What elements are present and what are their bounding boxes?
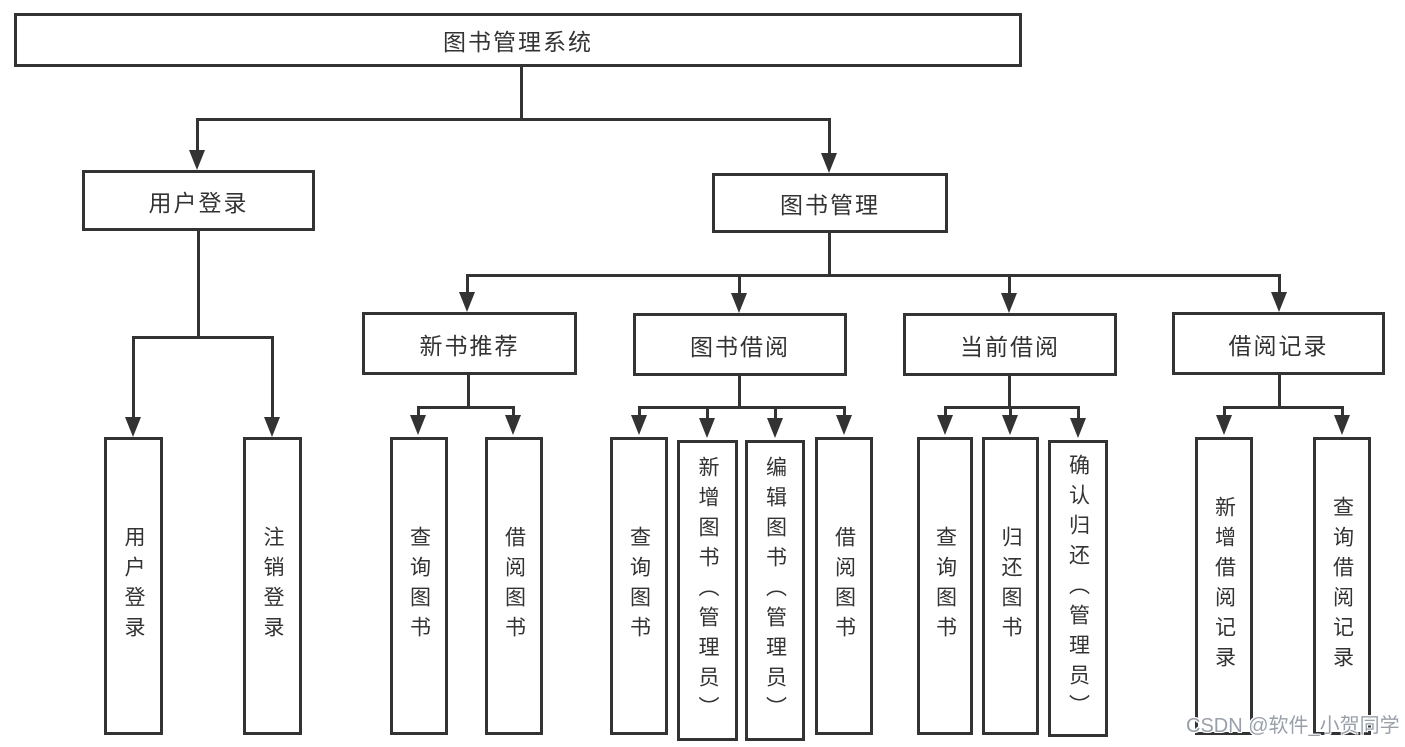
- leaf-current-confirm-admin: 确认归还（管理员）: [1048, 440, 1108, 737]
- connector-line: [197, 118, 830, 121]
- connector-line: [828, 118, 831, 154]
- arrowhead-down-icon: [836, 415, 852, 435]
- connector-line: [1278, 274, 1281, 295]
- connector-line: [1223, 406, 1343, 409]
- connector-line: [132, 336, 135, 419]
- leaf-borrow-query: 查询图书: [610, 437, 668, 735]
- node-book-borrow: 图书借阅: [633, 313, 847, 376]
- arrowhead-down-icon: [1334, 415, 1350, 435]
- connector-line: [843, 406, 846, 418]
- leaf-records-add: 新增借阅记录: [1195, 437, 1253, 735]
- connector-line: [417, 406, 420, 418]
- connector-line: [467, 274, 1280, 277]
- node-borrow-records: 借阅记录: [1172, 312, 1385, 375]
- arrowhead-down-icon: [1002, 415, 1018, 435]
- leaf-current-query: 查询图书: [917, 437, 973, 735]
- arrowhead-down-icon: [125, 417, 141, 437]
- arrowhead-down-icon: [1001, 293, 1017, 313]
- connector-line: [467, 375, 470, 408]
- connector-line: [1077, 406, 1080, 421]
- connector-line: [196, 118, 199, 152]
- arrowhead-down-icon: [767, 418, 783, 438]
- leaf-logout: 注销登录: [243, 437, 302, 735]
- connector-line: [197, 231, 200, 336]
- connector-line: [638, 406, 845, 409]
- arrowhead-down-icon: [699, 418, 715, 438]
- connector-line: [520, 67, 523, 118]
- arrowhead-down-icon: [631, 415, 647, 435]
- arrowhead-down-icon: [1070, 418, 1086, 438]
- arrowhead-down-icon: [1216, 415, 1232, 435]
- connector-line: [133, 336, 273, 339]
- connector-line: [1008, 274, 1011, 295]
- node-user-login: 用户登录: [82, 170, 315, 231]
- leaf-newbooks-borrow: 借阅图书: [485, 437, 543, 735]
- arrowhead-down-icon: [821, 153, 837, 173]
- connector-line: [1341, 406, 1344, 418]
- node-book-mgmt: 图书管理: [712, 173, 948, 233]
- connector-line: [706, 406, 709, 421]
- arrowhead-down-icon: [189, 150, 205, 170]
- connector-line: [638, 406, 641, 418]
- leaf-borrow-edit-admin: 编辑图书（管理员）: [745, 440, 805, 741]
- arrowhead-down-icon: [459, 292, 475, 312]
- leaf-borrow-borrow: 借阅图书: [815, 437, 873, 735]
- connector-line: [466, 274, 469, 295]
- connector-line: [417, 406, 514, 409]
- connector-line: [271, 336, 274, 419]
- arrowhead-down-icon: [505, 415, 521, 435]
- connector-line: [1223, 406, 1226, 418]
- leaf-records-query: 查询借阅记录: [1313, 437, 1371, 735]
- node-root: 图书管理系统: [14, 13, 1022, 67]
- connector-line: [774, 406, 777, 421]
- connector-line: [828, 233, 831, 276]
- connector-line: [1008, 376, 1011, 408]
- csdn-watermark: CSDN @软件_小贺同学: [1186, 715, 1400, 737]
- arrowhead-down-icon: [1271, 292, 1287, 312]
- node-current-borrow: 当前借阅: [903, 313, 1117, 376]
- arrowhead-down-icon: [731, 293, 747, 313]
- connector-line: [738, 376, 741, 408]
- connector-line: [1278, 375, 1281, 408]
- arrowhead-down-icon: [937, 415, 953, 435]
- node-new-books: 新书推荐: [362, 312, 577, 375]
- arrowhead-down-icon: [264, 417, 280, 437]
- leaf-borrow-add-admin: 新增图书（管理员）: [677, 440, 738, 741]
- arrowhead-down-icon: [410, 415, 426, 435]
- connector-line: [738, 274, 741, 295]
- leaf-newbooks-query: 查询图书: [390, 437, 448, 735]
- leaf-current-return: 归还图书: [982, 437, 1039, 735]
- leaf-user-login: 用户登录: [104, 437, 163, 735]
- connector-line: [944, 406, 947, 418]
- connector-line: [512, 406, 515, 418]
- connector-line: [1009, 406, 1012, 418]
